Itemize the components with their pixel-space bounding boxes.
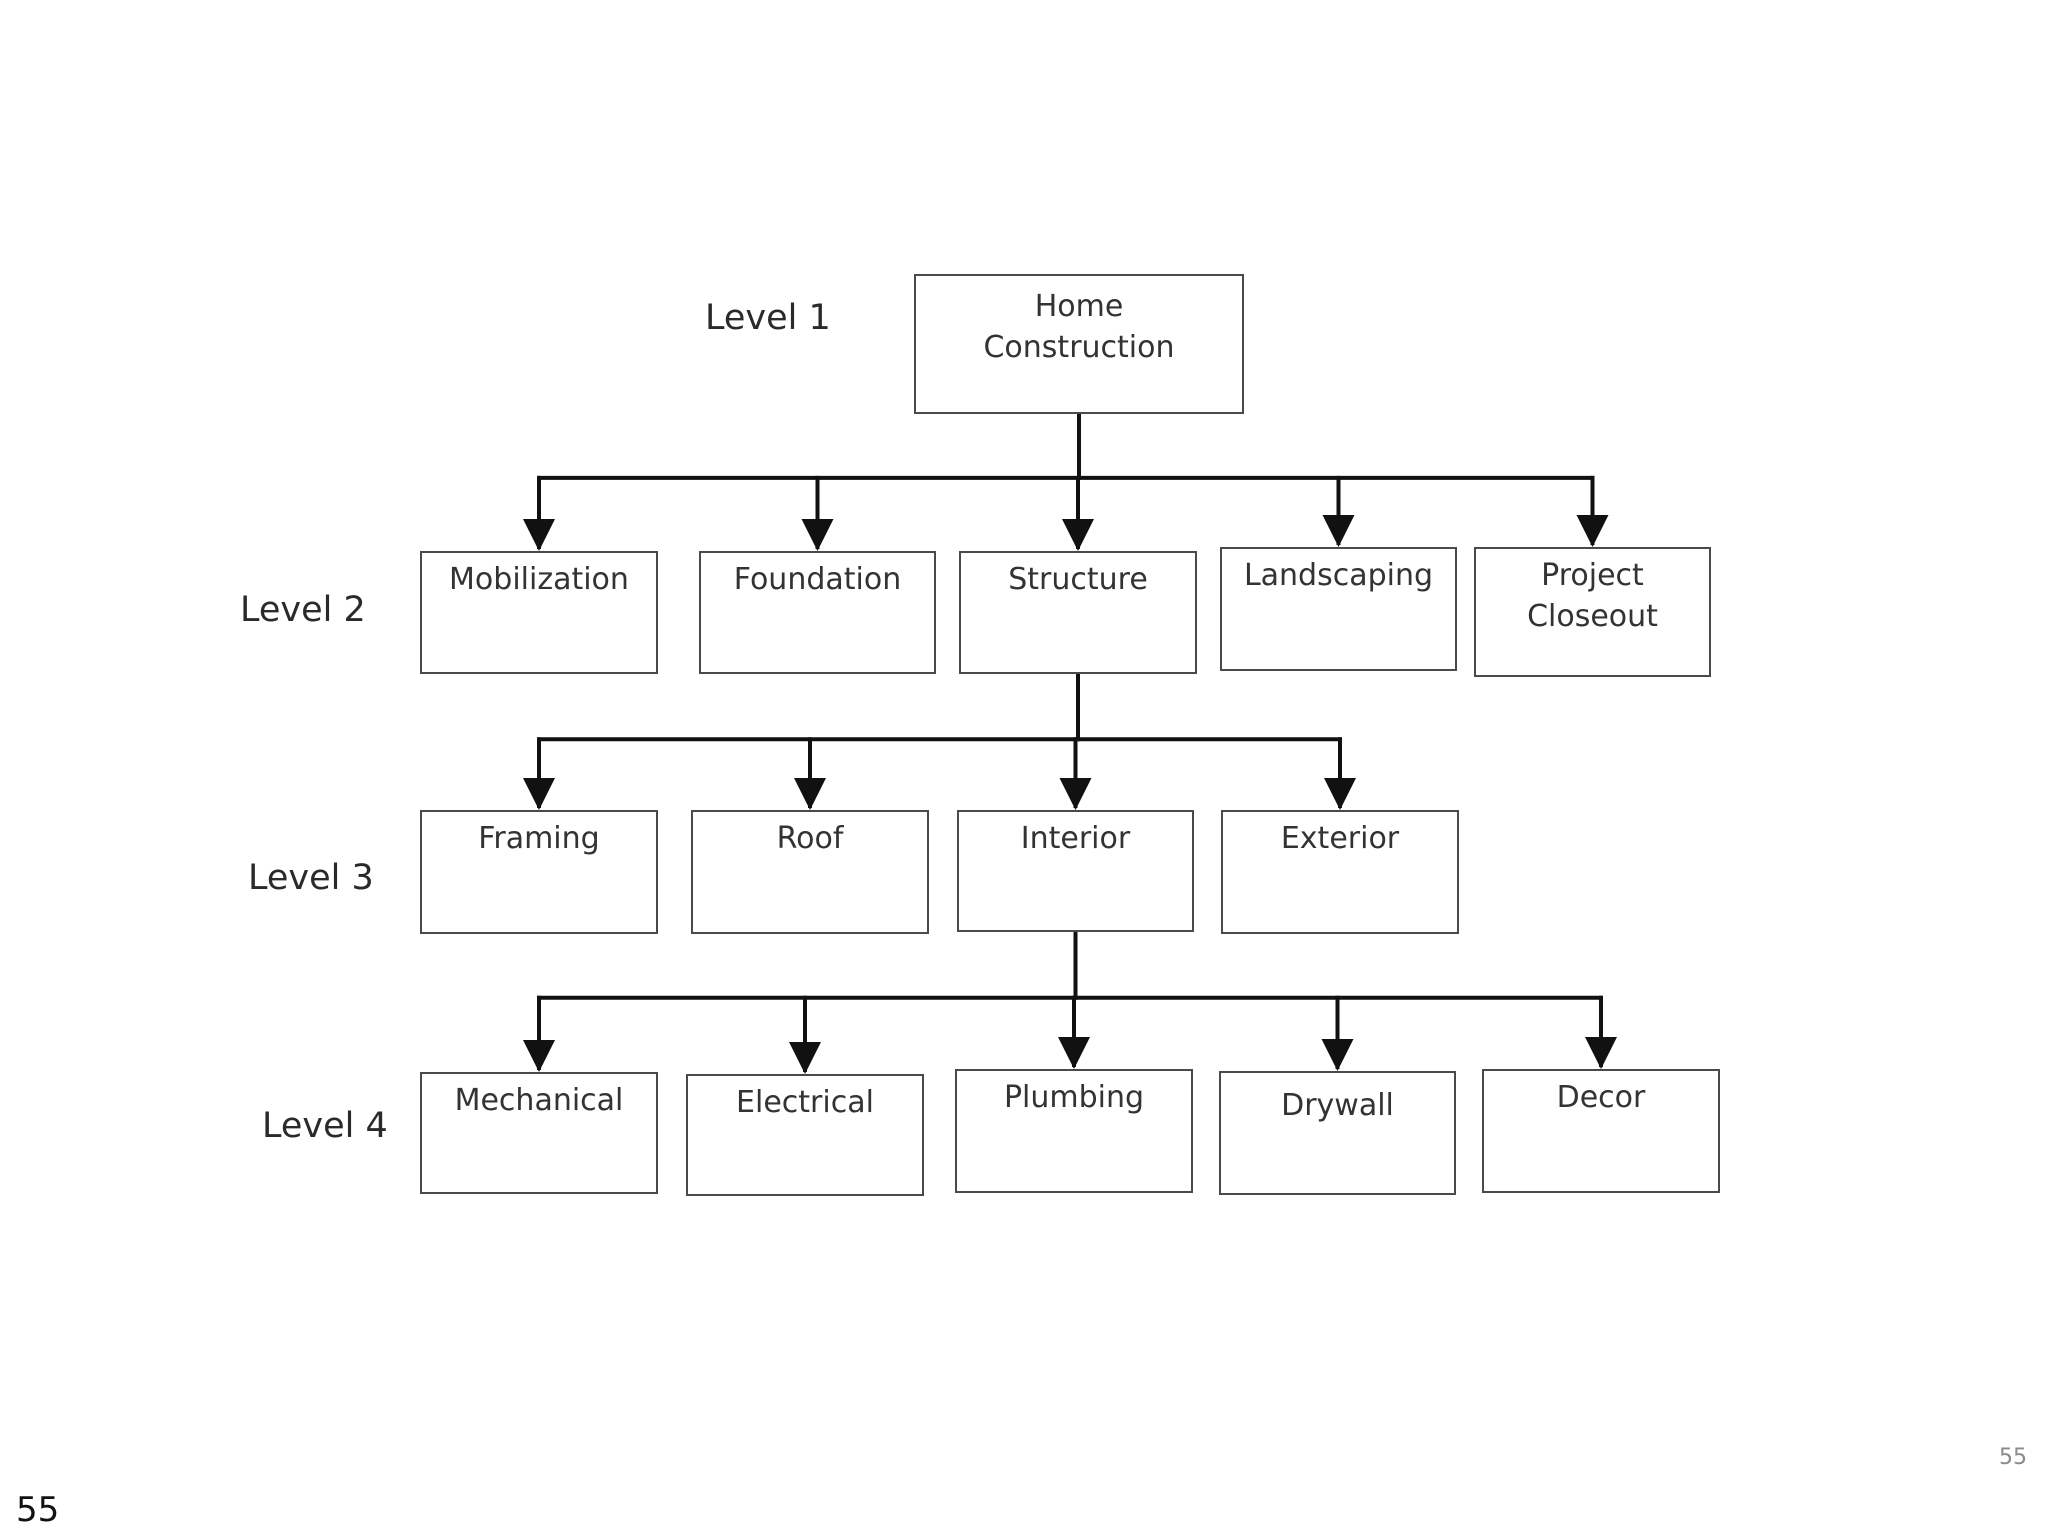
node-label: Mobilization	[449, 562, 629, 597]
node-label: Mechanical	[454, 1083, 624, 1118]
node-label: Exterior	[1280, 821, 1400, 856]
node-label: Structure	[1008, 562, 1148, 597]
node-roof: Roof	[691, 810, 929, 934]
node-drywall: Drywall	[1219, 1071, 1456, 1195]
level-3-label: Level 3	[248, 858, 374, 898]
node-label: Electrical	[736, 1085, 874, 1120]
node-framing: Framing	[420, 810, 658, 934]
node-mobilization: Mobilization	[420, 551, 658, 674]
node-structure: Structure	[959, 551, 1197, 674]
slide-number: 55	[1999, 1445, 2027, 1470]
level-1-label: Level 1	[705, 298, 831, 338]
node-decor: Decor	[1482, 1069, 1720, 1193]
page-footer-number: 55	[16, 1490, 60, 1530]
node-label: Drywall	[1281, 1088, 1394, 1123]
node-label: Roof	[776, 821, 844, 856]
node-label: Landscaping	[1243, 558, 1434, 593]
node-label: Foundation	[733, 562, 902, 597]
node-mechanical: Mechanical	[420, 1072, 658, 1194]
node-electrical: Electrical	[686, 1074, 924, 1196]
node-label: Home Construction	[983, 289, 1175, 365]
node-plumbing: Plumbing	[955, 1069, 1193, 1193]
node-exterior: Exterior	[1221, 810, 1459, 934]
node-project-closeout: Project Closeout	[1474, 547, 1711, 677]
node-label: Framing	[478, 821, 600, 856]
node-label: Project Closeout	[1527, 558, 1658, 634]
node-landscaping: Landscaping	[1220, 547, 1457, 671]
node-foundation: Foundation	[699, 551, 936, 674]
level-4-label: Level 4	[262, 1106, 388, 1146]
node-label: Interior	[1020, 821, 1131, 856]
node-label: Plumbing	[1003, 1080, 1145, 1115]
node-interior: Interior	[957, 810, 1194, 932]
node-label: Decor	[1556, 1080, 1646, 1115]
node-home-construction: Home Construction	[914, 274, 1244, 414]
level-2-label: Level 2	[240, 590, 366, 630]
